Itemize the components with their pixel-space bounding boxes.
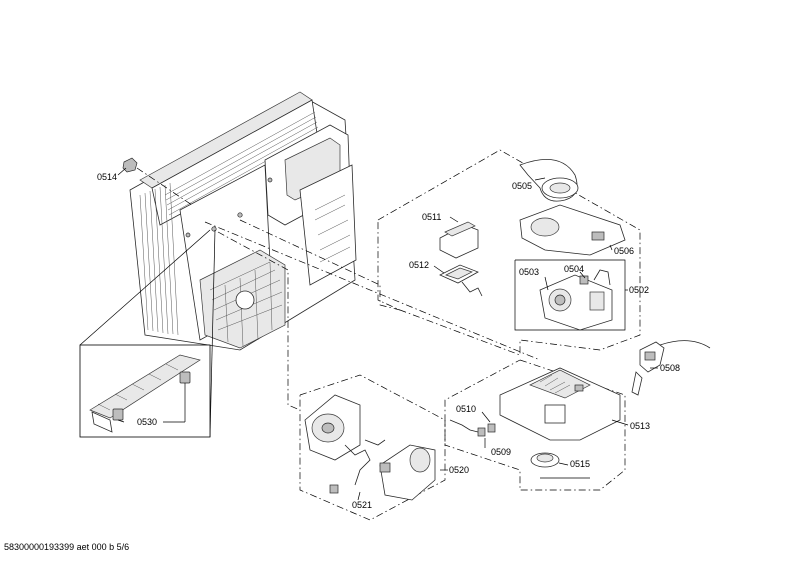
callout-0515: 0515 [570, 459, 590, 469]
assembly-line [136, 167, 193, 206]
group-boundary-upper [377, 149, 641, 356]
assembly-line [239, 219, 401, 311]
part-0508-switch [631, 340, 711, 396]
callout-0512: 0512 [409, 260, 429, 270]
oven-back-frame [129, 91, 357, 351]
part-0514-clip [117, 157, 138, 176]
assembly-line [217, 231, 301, 411]
callout-0502: 0502 [629, 285, 649, 295]
part-0510-sensor-lead [449, 411, 496, 448]
part-0515-cap [530, 452, 590, 479]
part-0520-fan-motor [304, 394, 448, 501]
callout-0513: 0513 [630, 421, 650, 431]
callout-0505: 0505 [512, 181, 532, 191]
callout-0530: 0530 [137, 417, 157, 427]
callout-0520: 0520 [449, 465, 469, 475]
group-boundary-fan [299, 374, 446, 521]
assembly-line [204, 221, 541, 361]
box-0502 [514, 259, 626, 331]
part-0506-housing [519, 204, 626, 256]
part-0512-sensor [433, 264, 483, 297]
callout-0514: 0514 [97, 172, 117, 182]
group-boundary-lower [444, 359, 626, 491]
document-reference: 58300000193399 aet 000 b 5/6 [4, 542, 130, 552]
part-0513-duct [499, 367, 629, 441]
callout-0508: 0508 [660, 363, 680, 373]
callout-0506: 0506 [614, 246, 634, 256]
part-0511-bracket [439, 216, 479, 259]
part-0505-cover [519, 159, 579, 202]
part-0503-motor [539, 269, 613, 331]
detail-inset-0530 [79, 229, 216, 438]
callout-0503: 0503 [519, 267, 539, 277]
callout-0504: 0504 [564, 264, 584, 274]
callout-0521: 0521 [352, 500, 372, 510]
callout-0511: 0511 [422, 212, 441, 222]
callout-0509: 0509 [491, 447, 511, 457]
callout-0510: 0510 [456, 404, 476, 414]
